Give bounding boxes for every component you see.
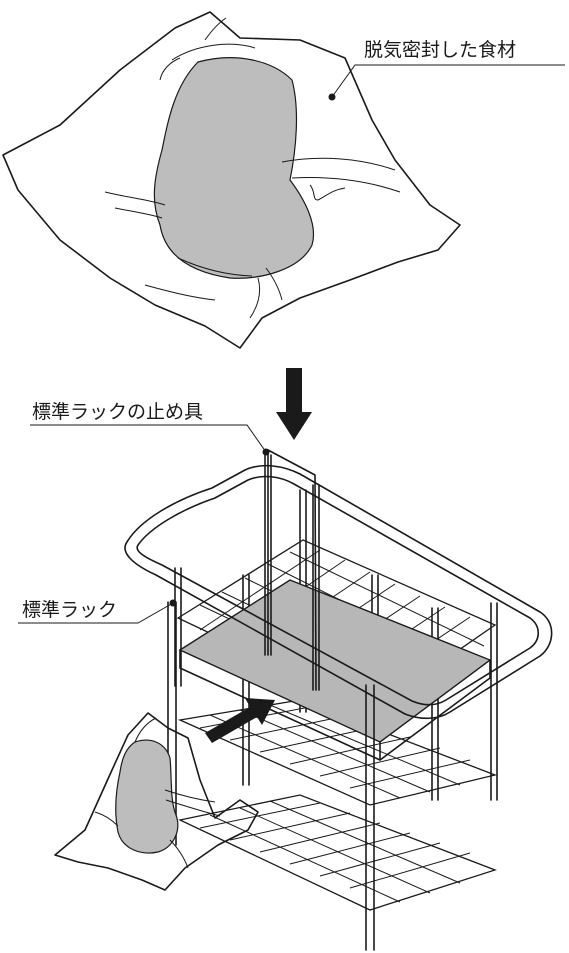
food-item bbox=[153, 57, 314, 279]
sealed-food-bag-small bbox=[54, 712, 259, 891]
rack-stopper bbox=[267, 449, 317, 691]
rack-handle-inner bbox=[136, 475, 540, 706]
bottom-shelf bbox=[177, 794, 497, 911]
sealed-food-bag bbox=[2, 11, 565, 349]
insert-arrow-icon bbox=[205, 698, 275, 743]
shelf-plate bbox=[178, 579, 492, 743]
rack-handle-outer bbox=[124, 464, 553, 720]
down-arrow-icon bbox=[276, 368, 312, 440]
standard-rack bbox=[18, 424, 553, 951]
label-sealed-food: 脱気密封した食材 bbox=[364, 39, 516, 61]
label-rack-stopper: 標準ラックの止め具 bbox=[32, 401, 203, 423]
food-item-small bbox=[115, 739, 179, 854]
label-standard-rack: 標準ラック bbox=[22, 599, 117, 621]
